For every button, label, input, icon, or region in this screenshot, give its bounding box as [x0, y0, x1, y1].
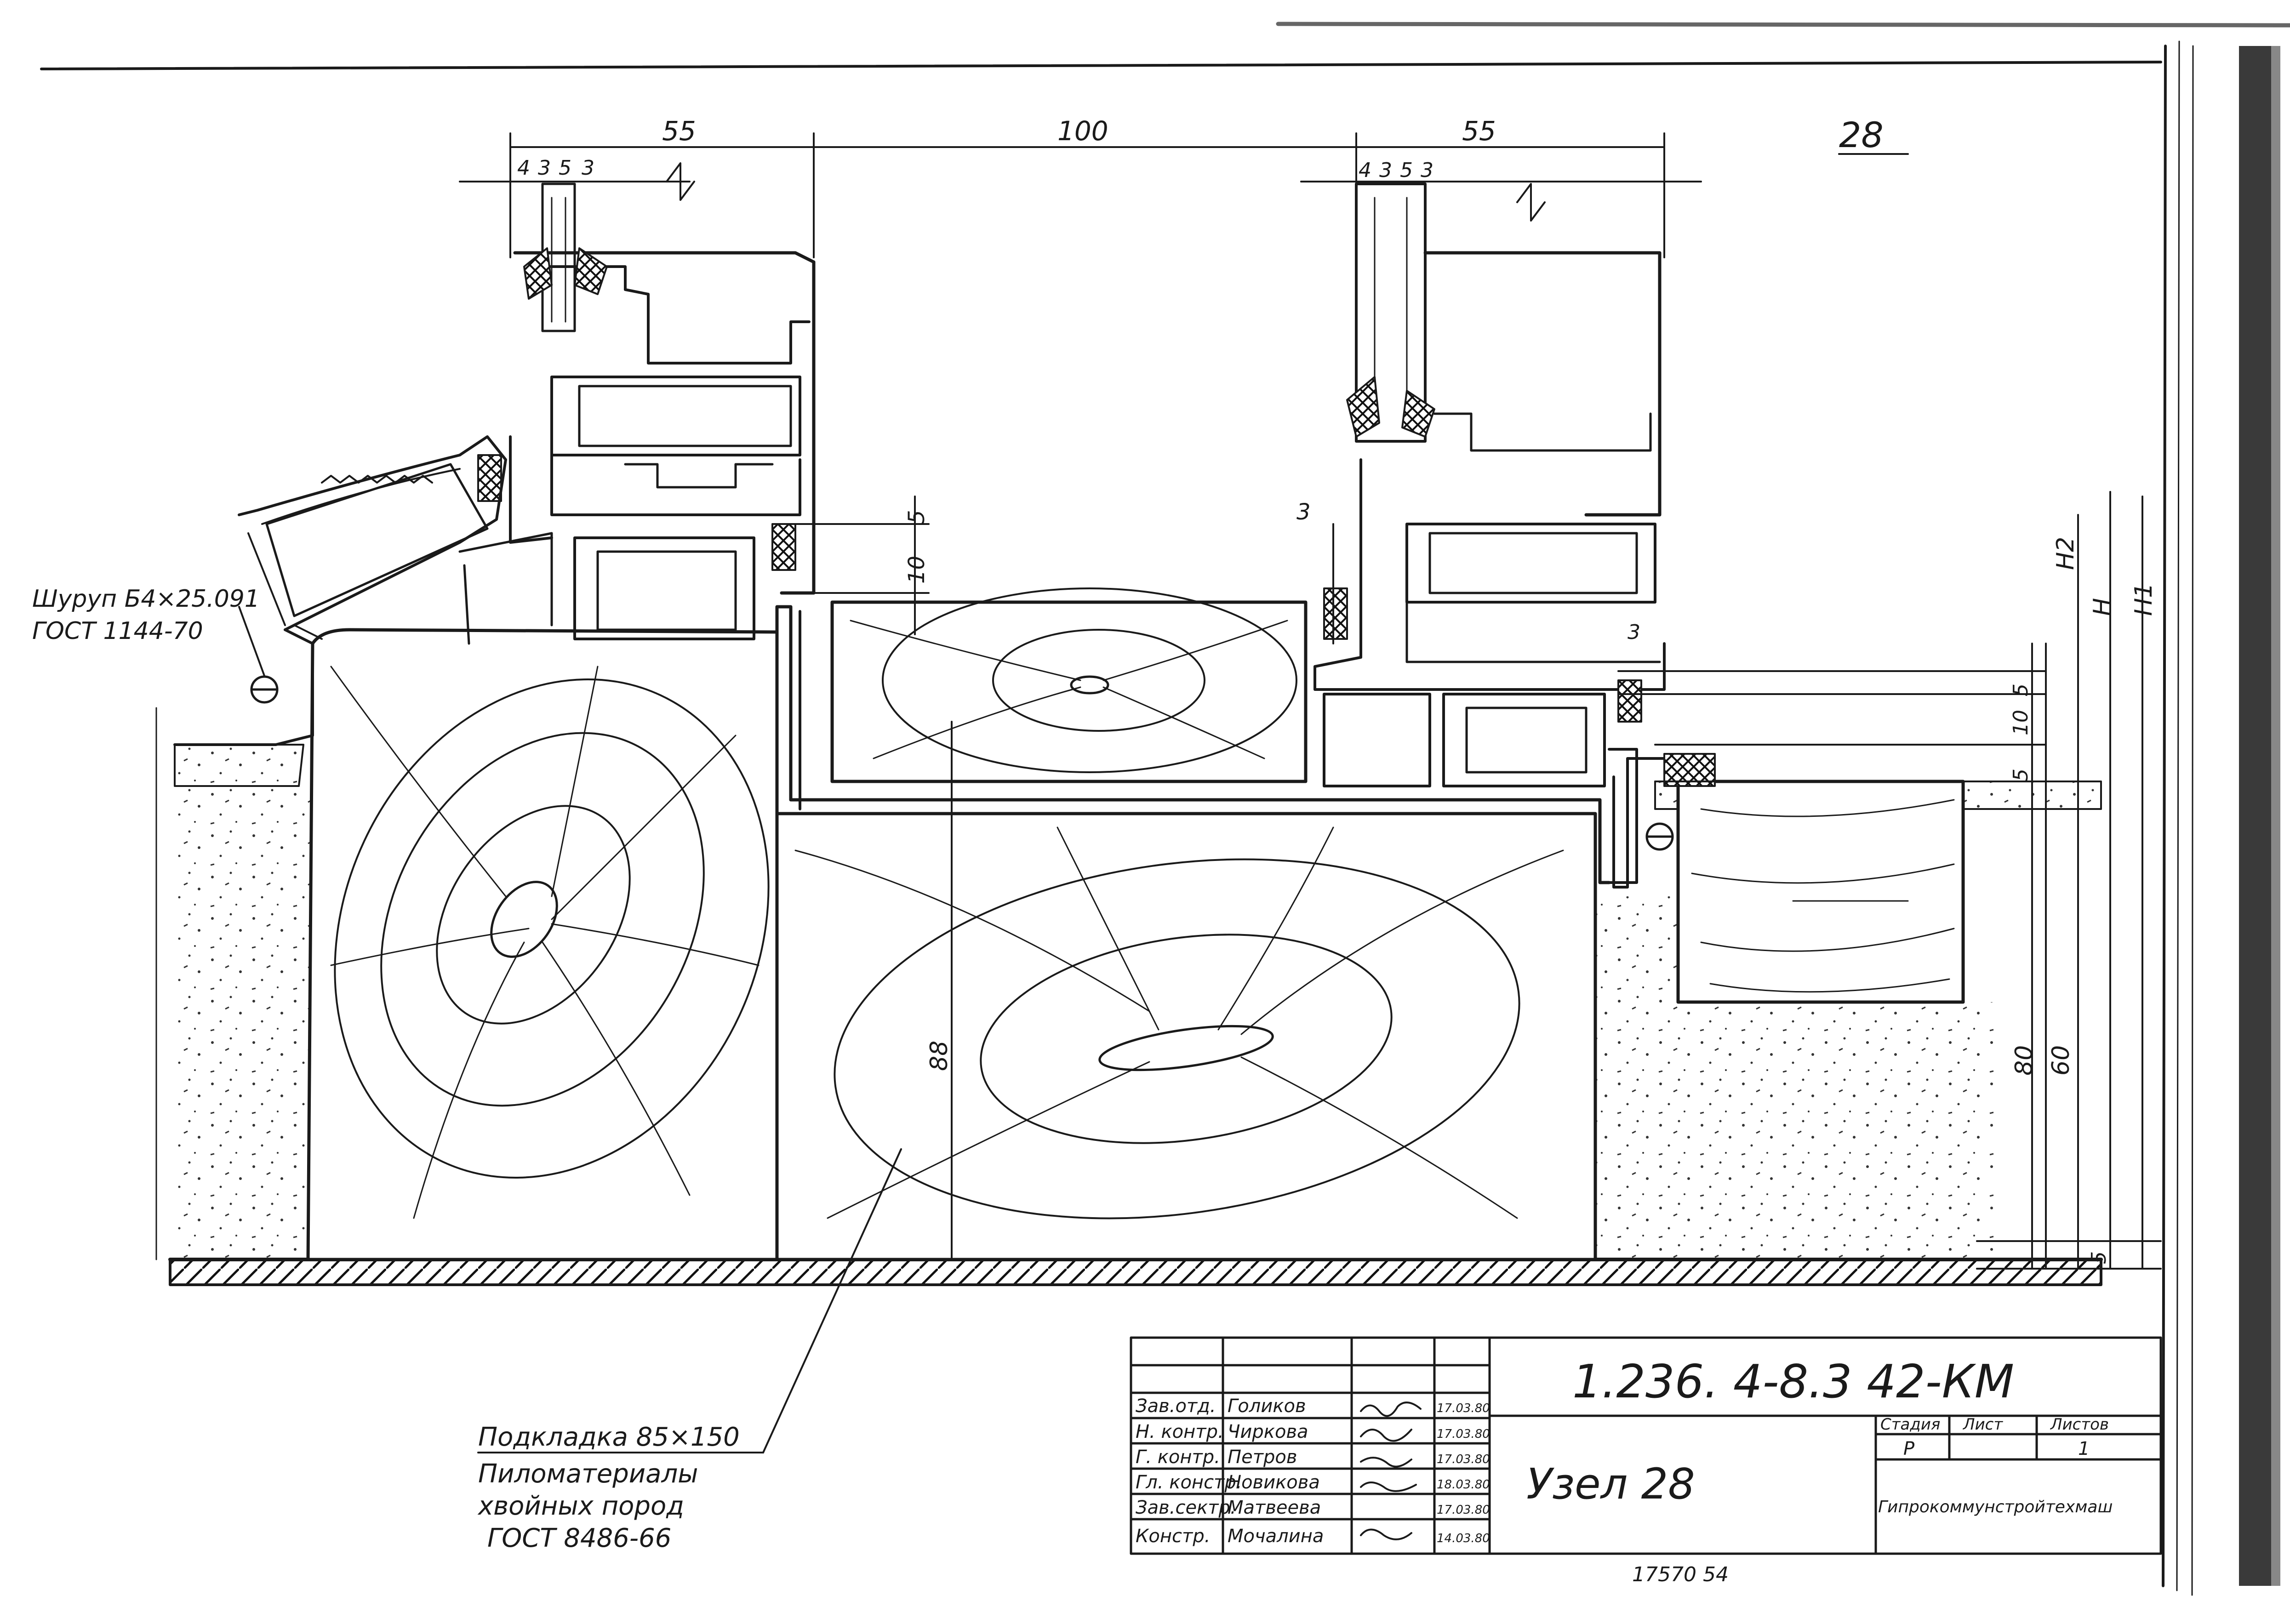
dim-3-right: 3 [1628, 621, 1640, 644]
sheets-header: Листов [2050, 1415, 2109, 1434]
dim-5-right-lower: 5 [2009, 769, 2033, 781]
dim-5-upper: 5 [904, 510, 930, 524]
dim-right-layer-3: 5 [1400, 159, 1413, 182]
dim-5-right: 5 [2009, 684, 2033, 696]
sig-name-4: Новикова [1228, 1472, 1320, 1493]
dim-left-frame: 55 [662, 115, 696, 147]
dim-left-layer-3: 5 [559, 156, 571, 180]
sig-role-5: Зав.сектр. [1136, 1497, 1236, 1518]
timber-block-right [1676, 780, 1965, 1004]
callout-screw: Шуруп Б4×25.091 ГОСТ 1144-70 [32, 585, 260, 645]
timber-block-center [775, 812, 1597, 1261]
signatures-ink [1360, 1402, 1422, 1540]
drawing-code: 1.236. 4-8.3 42-КМ [1572, 1355, 2014, 1408]
dimension-labels: 55 100 55 4 3 5 3 4 3 5 3 5 10 3 3 5 10 … [517, 115, 2158, 1264]
dim-left-layer-1: 4 [517, 156, 530, 180]
steel-angle [775, 605, 1666, 889]
sig-role-6: Констр. [1136, 1526, 1210, 1547]
dim-right-layer-1: 4 [1359, 159, 1371, 182]
pad-standard: ГОСТ 8486-66 [487, 1523, 671, 1553]
sig-date-3: 17.03.80 [1437, 1453, 1490, 1466]
right-window-profile [1313, 182, 1716, 884]
drawing-title: Узел 28 [1526, 1459, 1695, 1509]
level-h: H [2089, 598, 2116, 616]
stage-value: Р [1903, 1438, 1915, 1459]
timber-block-left [306, 628, 779, 1261]
dim-5-bottom: 5 [2087, 1251, 2111, 1264]
dim-88: 88 [925, 1041, 953, 1071]
sheet-header: Лист [1962, 1415, 2003, 1434]
callout-pad: Подкладка 85×150 Пиломатериалы хвойных п… [477, 1422, 740, 1553]
dim-left-layer-4: 3 [582, 156, 594, 180]
dim-60: 60 [2047, 1045, 2075, 1076]
sheets-value: 1 [2078, 1438, 2090, 1459]
sig-role-3: Г. контр. [1136, 1447, 1220, 1468]
pad-material: Пиломатериалы [478, 1459, 698, 1489]
dim-3-left: 3 [1296, 499, 1311, 525]
dimension-lines [459, 132, 2162, 1270]
level-h2: H2 [2052, 537, 2079, 570]
dim-10-right: 10 [2009, 710, 2033, 735]
footer-number: 17570 54 [1632, 1563, 1729, 1586]
title-block-text: 1.236. 4-8.3 42-КМ Узел 28 Стадия Лист Л… [1136, 1355, 2113, 1586]
stage-header: Стадия [1880, 1415, 1940, 1434]
level-h1: H1 [2130, 583, 2158, 616]
floor-slab [168, 1258, 2103, 1286]
sig-date-1: 17.03.80 [1437, 1402, 1490, 1415]
dim-10-upper: 10 [904, 556, 930, 584]
sig-name-6: Мочалина [1228, 1526, 1324, 1547]
sig-role-2: Н. контр. [1136, 1421, 1224, 1442]
sig-role-1: Зав.отд. [1136, 1396, 1216, 1417]
sig-name-5: Матвеева [1228, 1497, 1321, 1518]
sheet-border [40, 22, 2290, 1596]
dim-center-gap: 100 [1057, 115, 1108, 147]
sig-name-2: Чиркова [1228, 1421, 1308, 1442]
dim-right-layer-2: 3 [1379, 159, 1392, 182]
pad-label: Подкладка 85×150 [478, 1422, 740, 1452]
pad-wood-type: хвойных пород [477, 1491, 684, 1521]
sig-date-2: 17.03.80 [1437, 1427, 1490, 1441]
sig-date-5: 17.03.80 [1437, 1503, 1490, 1517]
sig-date-6: 14.03.80 [1437, 1532, 1490, 1545]
left-sill-cover [173, 435, 507, 746]
leader-lines [238, 153, 1909, 1453]
sig-name-3: Петров [1228, 1447, 1297, 1468]
sig-date-4: 18.03.80 [1437, 1478, 1490, 1492]
title-block [1130, 1336, 2162, 1555]
timber-block-upper [830, 587, 1308, 783]
dim-left-layer-2: 3 [538, 156, 551, 180]
left-window-profile [458, 182, 816, 645]
detail-number: 28 [1839, 114, 1884, 155]
dim-80: 80 [2010, 1045, 2038, 1076]
dim-right-layer-4: 3 [1421, 159, 1433, 182]
screw-label: Шуруп Б4×25.091 [32, 585, 260, 613]
sig-role-4: Гл. констр. [1136, 1472, 1242, 1493]
screw-standard: ГОСТ 1144-70 [32, 617, 203, 645]
dim-right-frame: 55 [1462, 115, 1496, 147]
organization: Гипрокоммунстройтехмаш [1878, 1498, 2113, 1516]
sig-name-1: Голиков [1228, 1396, 1306, 1417]
